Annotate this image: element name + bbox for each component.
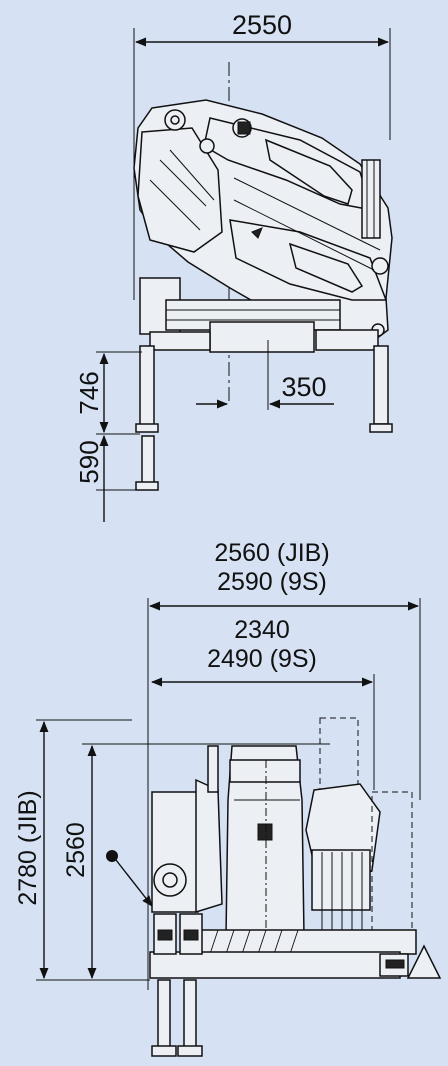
dim-2340-label: 2340 (234, 616, 290, 644)
dim-590-label: 590 (74, 440, 104, 483)
crane-boom-top (133, 99, 393, 343)
dim-2490-9s-label: 2490 (9S) (207, 645, 317, 673)
dim-746-label: 746 (74, 371, 104, 414)
dim-2780-jib-label: 2780 (JIB) (14, 790, 42, 905)
reference-point-marker (106, 850, 153, 907)
dim-overall-width: 2550 (133, 10, 391, 300)
dim-width-2340: 2340 2490 (9S) (150, 616, 375, 790)
dim-350-label: 350 (281, 372, 326, 402)
dim-heights-top: 746 590 (74, 351, 142, 522)
stabiliser-legs-top (135, 345, 393, 491)
dim-2560-jib-label: 2560 (JIB) (214, 539, 329, 567)
top-view: 2550 (74, 10, 393, 522)
dim-width-jib: 2560 (JIB) 2590 (9S) (147, 539, 421, 990)
crane-body-side (149, 717, 442, 1057)
bottom-view: 2560 (JIB) 2590 (9S) 2340 2490 (9S) 2780… (14, 539, 442, 1057)
dim-offset: 350 (196, 340, 334, 410)
dim-2590-9s-label: 2590 (9S) (217, 568, 327, 596)
base-hatching (209, 929, 299, 955)
dim-heights-bottom: 2780 (JIB) 2560 (14, 719, 330, 981)
crane-base-top (139, 277, 379, 353)
dim-2550-label: 2550 (232, 10, 292, 40)
dim-2560-label: 2560 (62, 822, 90, 878)
